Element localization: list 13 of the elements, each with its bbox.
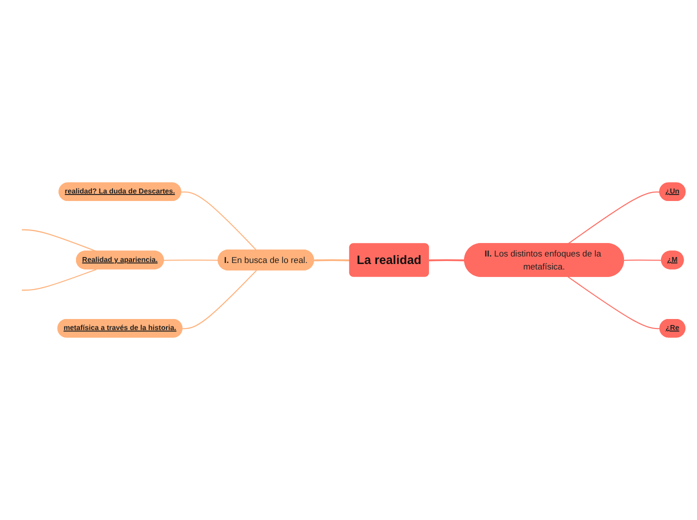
connector-line	[624, 260, 662, 261]
connector-line	[428, 259, 465, 262]
connector-line	[182, 270, 257, 330]
connector-line	[22, 229, 97, 252]
connector-line	[314, 259, 350, 262]
connector-line	[568, 192, 660, 244]
connector-line	[181, 192, 257, 251]
main-topic: II. Los distintos enfoques de la metafísica.	[464, 243, 624, 277]
connector-line	[568, 276, 660, 330]
central-topic: La realidad	[349, 243, 429, 277]
connector-line	[164, 260, 218, 261]
main-topic: I. En busca de lo real.	[218, 250, 314, 270]
connector-line	[22, 268, 97, 291]
